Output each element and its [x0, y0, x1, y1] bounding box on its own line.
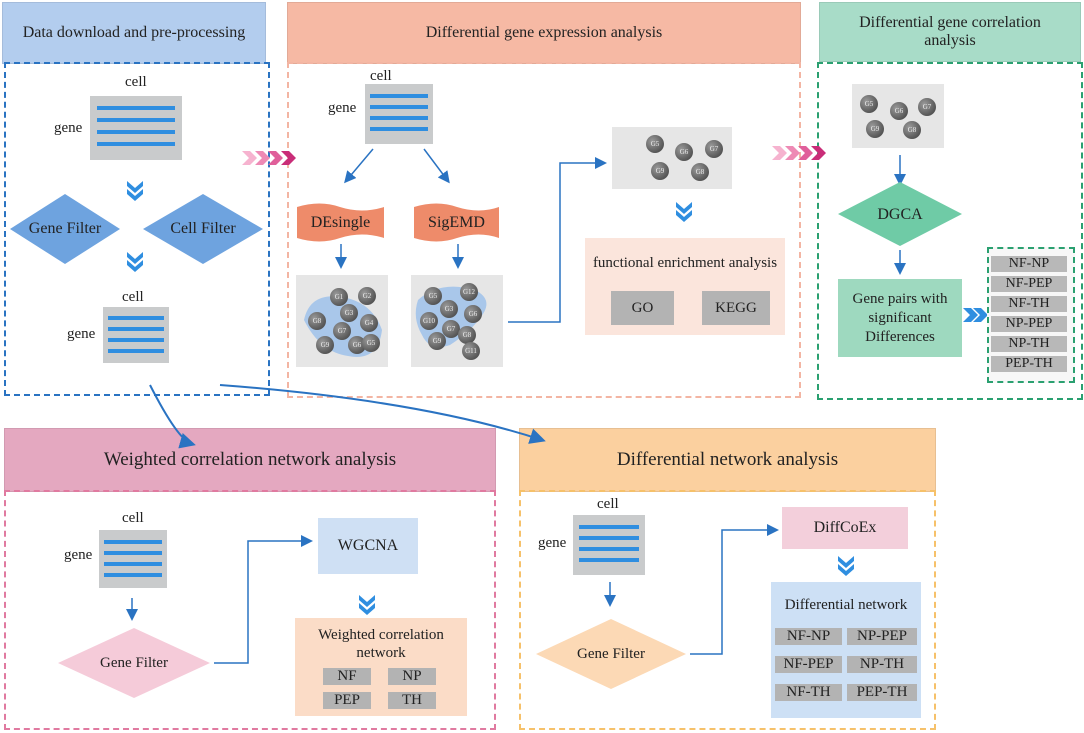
matrix-col-label: cell [370, 68, 392, 84]
cell-filter-label: Cell Filter [170, 220, 236, 237]
dgca-diamond [838, 182, 962, 246]
kegg-box: KEGG [702, 291, 770, 325]
gene-node: G7 [918, 98, 936, 116]
gene-node: G11 [462, 342, 480, 360]
gene-node: G1 [330, 288, 348, 306]
gene-node: G8 [308, 312, 326, 330]
gene-node: G5 [424, 287, 442, 305]
wgcna-box: WGCNA [318, 518, 418, 574]
gene-pair-item: NF-NP [991, 256, 1067, 272]
gene-node: G8 [458, 326, 476, 344]
matrix-row-label: gene [67, 326, 96, 342]
network-item: NF [323, 668, 371, 685]
gene-pair-item: NF-PEP [991, 276, 1067, 292]
gene-node: G7 [333, 322, 351, 340]
gene-node: G5 [646, 135, 664, 153]
diffnet-gene-filter-label: Gene Filter [577, 645, 645, 662]
gene-pair-item: NP-TH [991, 336, 1067, 352]
diffnet-matrix [573, 515, 645, 575]
gene-node: G6 [675, 143, 693, 161]
network-item: NP [388, 668, 436, 685]
diffnet-gene-filter-diamond [536, 619, 686, 689]
gene-node: G12 [460, 283, 478, 301]
wgcna-gene-filter-label: Gene Filter [100, 654, 168, 671]
gene-node: G3 [340, 304, 358, 322]
panel-data-download [4, 62, 270, 396]
matrix-row-label: gene [328, 100, 357, 116]
wgcna-matrix [99, 530, 167, 588]
cell-filter-diamond [143, 194, 263, 264]
gene-node: G7 [442, 320, 460, 338]
diff-network-item: NF-TH [775, 684, 842, 701]
gene-node: G6 [890, 102, 908, 120]
panel-differential-network [519, 490, 936, 730]
header-data-download: Data download and pre-processing [2, 2, 266, 64]
gene-pair-item: NF-TH [991, 296, 1067, 312]
matrix-row-label: gene [64, 547, 93, 563]
enrichment-title: functional enrichment analysis [592, 254, 778, 271]
chevron-stream-icon [242, 146, 826, 165]
de-expression-matrix [365, 84, 433, 144]
sigemd-label: SigEMD [428, 214, 485, 231]
gene-node: G4 [360, 314, 378, 332]
go-box: GO [611, 291, 674, 325]
expression-matrix [90, 96, 182, 160]
diff-network-item: NP-PEP [847, 628, 917, 645]
gene-pair-item: PEP-TH [991, 356, 1067, 372]
gene-node: G7 [705, 140, 723, 158]
desingle-tab [297, 203, 384, 242]
gene-node: G9 [428, 332, 446, 350]
network-item: TH [388, 692, 436, 709]
gene-node: G9 [866, 120, 884, 138]
network-item: PEP [323, 692, 371, 709]
diff-network-item: PEP-TH [847, 684, 917, 701]
matrix-col-label: cell [122, 289, 144, 305]
header-differential-correlation: Differential gene correlation analysis [819, 2, 1081, 62]
right-chevron-icon [963, 308, 988, 322]
differential-network-title: Differential network [784, 596, 908, 613]
panel-wgcna [4, 490, 496, 730]
gene-node: G3 [440, 300, 458, 318]
diff-network-item: NF-PEP [775, 656, 842, 673]
double-chevron-icon [127, 181, 909, 615]
sigemd-tab [414, 203, 499, 242]
gene-node: G5 [860, 95, 878, 113]
gene-node: G9 [651, 162, 669, 180]
panel-differential-expression [287, 62, 801, 398]
dgca-label: DGCA [877, 206, 923, 223]
matrix-row-label: gene [54, 120, 83, 136]
diff-network-item: NF-NP [775, 628, 842, 645]
gene-filter-diamond [10, 194, 120, 264]
matrix-col-label: cell [125, 74, 147, 90]
weighted-network-title: Weighted correlation network [318, 627, 444, 661]
diffcoex-box: DiffCoEx [782, 507, 908, 549]
diff-network-item: NP-TH [847, 656, 917, 673]
matrix-col-label: cell [597, 496, 619, 512]
header-differential-network: Differential network analysis [519, 428, 936, 492]
gene-node: G2 [358, 287, 376, 305]
gene-node: G8 [691, 163, 709, 181]
gene-node: G8 [903, 121, 921, 139]
matrix-row-label: gene [538, 535, 567, 551]
gene-node: G5 [362, 334, 380, 352]
gene-node: G6 [348, 336, 366, 354]
gene-filter-label: Gene Filter [28, 220, 102, 237]
gene-pair-item: NP-PEP [991, 316, 1067, 332]
matrix-col-label: cell [122, 510, 144, 526]
filtered-matrix [103, 307, 169, 363]
gene-node: G9 [316, 336, 334, 354]
gene-node: G6 [464, 305, 482, 323]
gene-node: G10 [420, 312, 438, 330]
gene-pairs-box: Gene pairs with significant Differences [838, 279, 962, 357]
header-wgcna: Weighted correlation network analysis [4, 428, 496, 492]
wgcna-gene-filter-diamond [58, 628, 210, 698]
panel-differential-correlation [817, 62, 1083, 400]
desingle-label: DEsingle [310, 214, 371, 231]
